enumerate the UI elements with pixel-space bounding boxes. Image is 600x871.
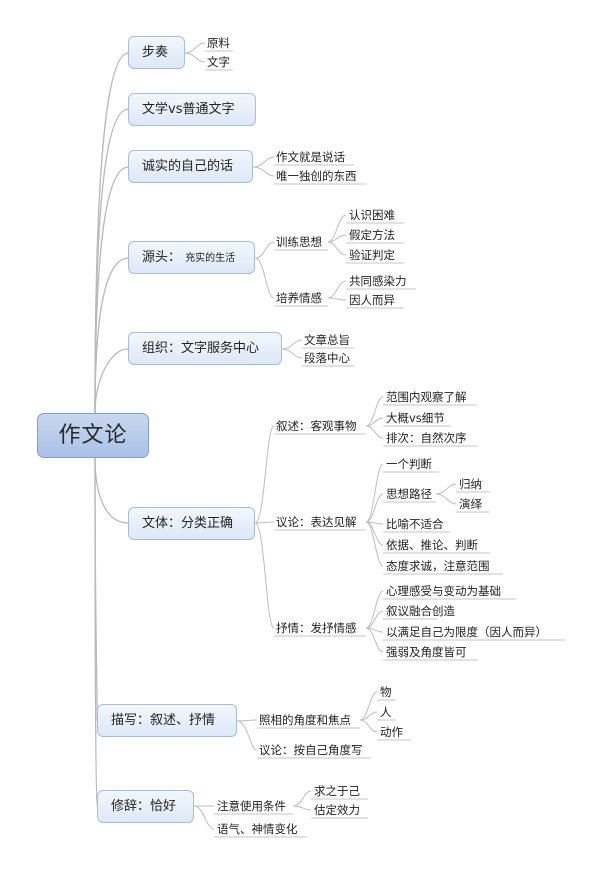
leaf-text[interactable]: 文字 [207, 55, 230, 69]
leaf-unique-creation[interactable]: 唯一独创的东西 [276, 169, 357, 183]
branch-description[interactable]: 描写：叙述、抒情 [97, 704, 237, 737]
root-topic[interactable]: 作文论 [37, 413, 149, 458]
leaf-intensity-angle[interactable]: 强弱及角度皆可 [386, 645, 467, 659]
leaf-natural-order[interactable]: 排次：自然次序 [386, 431, 467, 445]
branch-source-sub: 充实的生活 [185, 253, 236, 264]
node-usage-conditions[interactable]: 注意使用条件 [217, 799, 286, 813]
leaf-object[interactable]: 物 [380, 685, 392, 699]
leaf-seek-in-self[interactable]: 求之于己 [314, 784, 360, 798]
node-cultivate-emotion[interactable]: 培养情感 [276, 291, 322, 305]
leaf-recognize-difficulty[interactable]: 认识困难 [349, 208, 395, 222]
leaf-psychological-basis[interactable]: 心理感受与变动为基础 [386, 584, 501, 598]
node-argument[interactable]: 议论：表达见解 [276, 515, 357, 529]
leaf-varies-by-person[interactable]: 因人而异 [349, 293, 395, 307]
branch-rhetoric[interactable]: 修辞：恰好 [97, 790, 194, 823]
branch-source-label: 源头： [142, 250, 182, 265]
leaf-action[interactable]: 动作 [380, 725, 403, 739]
node-photo-angle[interactable]: 照相的角度和焦点 [259, 713, 351, 727]
branch-honest-words[interactable]: 诚实的自己的话 [128, 150, 253, 183]
leaf-self-satisfaction[interactable]: 以满足自己为限度（因人而异） [386, 625, 547, 639]
leaf-raw-material[interactable]: 原料 [207, 36, 230, 50]
leaf-induction[interactable]: 归纳 [459, 477, 482, 491]
branch-source[interactable]: 源头： 充实的生活 [128, 241, 255, 274]
node-thought-path[interactable]: 思想路径 [386, 487, 432, 501]
node-tone-change[interactable]: 语气、神情变化 [217, 822, 298, 836]
leaf-metaphor-unsuitable[interactable]: 比喻不适合 [386, 517, 444, 531]
leaf-paragraph-center[interactable]: 段落中心 [304, 351, 350, 365]
branch-steps[interactable]: 步奏 [128, 36, 185, 69]
branch-genre[interactable]: 文体：分类正确 [128, 507, 255, 540]
leaf-writing-is-speaking[interactable]: 作文就是说话 [276, 150, 345, 164]
leaf-blend-narration[interactable]: 叙议融合创造 [386, 604, 455, 618]
node-own-angle[interactable]: 议论：按自己角度写 [259, 743, 363, 757]
leaf-evidence-inference[interactable]: 依据、推论、判断 [386, 538, 478, 552]
branch-organization[interactable]: 组织：文字服务中心 [128, 332, 282, 365]
node-train-thinking[interactable]: 训练思想 [276, 235, 322, 249]
branch-literature-vs-text[interactable]: 文学vs普通文字 [128, 93, 256, 126]
leaf-sincere-attitude[interactable]: 态度求诚，注意范围 [386, 559, 490, 573]
leaf-hypothesis-method[interactable]: 假定方法 [349, 228, 395, 242]
node-lyric[interactable]: 抒情：发抒情感 [276, 621, 357, 635]
leaf-article-theme[interactable]: 文章总旨 [304, 333, 350, 347]
leaf-outline-vs-detail[interactable]: 大概vs细节 [386, 411, 445, 425]
leaf-deduction[interactable]: 演绎 [459, 497, 482, 511]
leaf-one-judgment[interactable]: 一个判断 [386, 457, 432, 471]
leaf-person[interactable]: 人 [380, 705, 392, 719]
leaf-observe-scope[interactable]: 范围内观察了解 [386, 390, 467, 404]
leaf-verify-judge[interactable]: 验证判定 [349, 248, 395, 262]
leaf-estimate-effect[interactable]: 估定效力 [314, 803, 360, 817]
leaf-shared-appeal[interactable]: 共同感染力 [349, 274, 407, 288]
node-narration[interactable]: 叙述：客观事物 [276, 419, 357, 433]
